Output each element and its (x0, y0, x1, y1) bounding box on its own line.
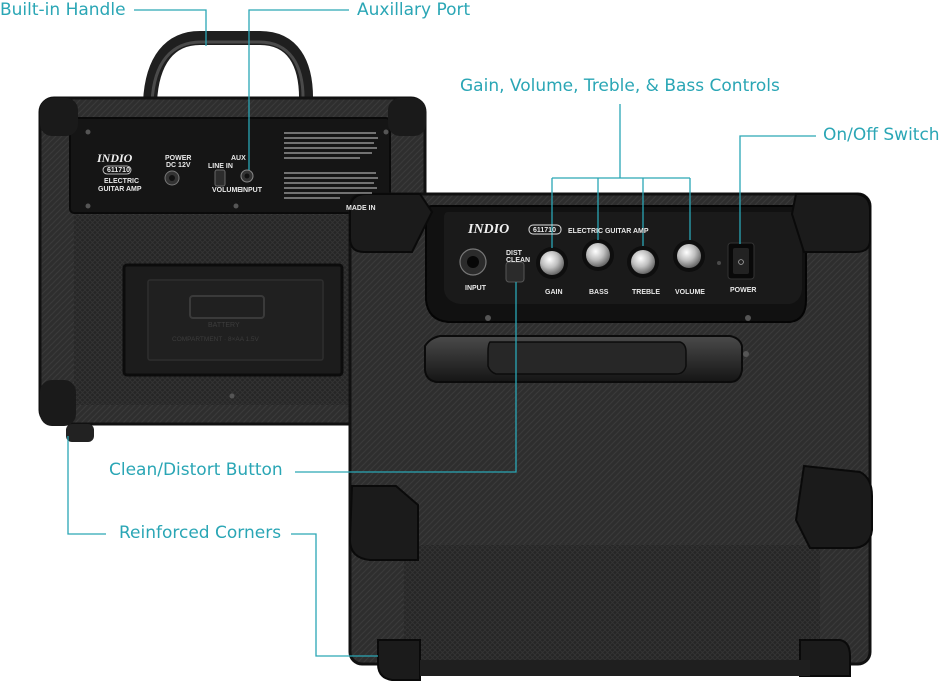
front-dist-label: DIST (506, 250, 523, 257)
control-knobs (536, 239, 705, 279)
rear-power-label: POWER (165, 155, 191, 162)
callout-built-in-handle: Built-in Handle (0, 0, 126, 20)
callout-lines (67, 9, 816, 657)
rear-sub1: LINE IN (208, 163, 233, 170)
front-product: ELECTRIC GUITAR AMP (568, 228, 649, 235)
rear-sub2: VOLUME (212, 187, 242, 194)
rear-warning-text (284, 132, 378, 199)
callout-reinforced-corners: Reinforced Corners (119, 523, 282, 543)
battery-label-1: BATTERY (208, 322, 240, 329)
rear-model: 611710 (107, 167, 130, 174)
rear-made-in: MADE IN (346, 205, 376, 212)
knob-label-gain: GAIN (545, 289, 563, 296)
rear-aux-label: AUX (231, 155, 246, 162)
callout-on-off-switch: On/Off Switch (823, 125, 940, 145)
front-power-label: POWER (730, 287, 756, 294)
front-model: 611710 (533, 227, 556, 234)
rear-handle (143, 31, 314, 109)
knob-label-treble: TREBLE (632, 289, 660, 296)
front-brand: INDIO (467, 222, 509, 237)
rear-power-spec: DC 12V (166, 162, 191, 169)
callout-controls: Gain, Volume, Treble, & Bass Controls (460, 76, 780, 96)
front-amp (348, 192, 873, 681)
speaker-grille (404, 545, 820, 665)
rear-sub3: INPUT (241, 187, 263, 194)
reinforced-corners (348, 193, 873, 681)
front-panel-text: INDIO 611710 ELECTRIC GUITAR AMP INPUT D… (465, 222, 756, 296)
front-input-label: INPUT (465, 285, 487, 292)
callout-clean-distort-button: Clean/Distort Button (109, 460, 283, 480)
rear-line1: ELECTRIC (104, 178, 139, 185)
rear-panel-text: INDIO 611710 ELECTRIC GUITAR AMP POWER D… (96, 132, 378, 343)
knob-label-bass: BASS (589, 289, 609, 296)
front-clean-label: CLEAN (506, 257, 530, 264)
callout-auxiliary-port: Auxillary Port (357, 0, 471, 20)
rear-foot (66, 424, 94, 442)
rear-brand: INDIO (96, 151, 133, 165)
clean-distort-button (505, 261, 525, 283)
knob-label-volume: VOLUME (675, 289, 705, 296)
rear-line2: GUITAR AMP (98, 186, 142, 193)
battery-label-2: COMPARTMENT · 8×AA 1.5V (172, 336, 260, 343)
rear-control-panel (69, 117, 391, 214)
